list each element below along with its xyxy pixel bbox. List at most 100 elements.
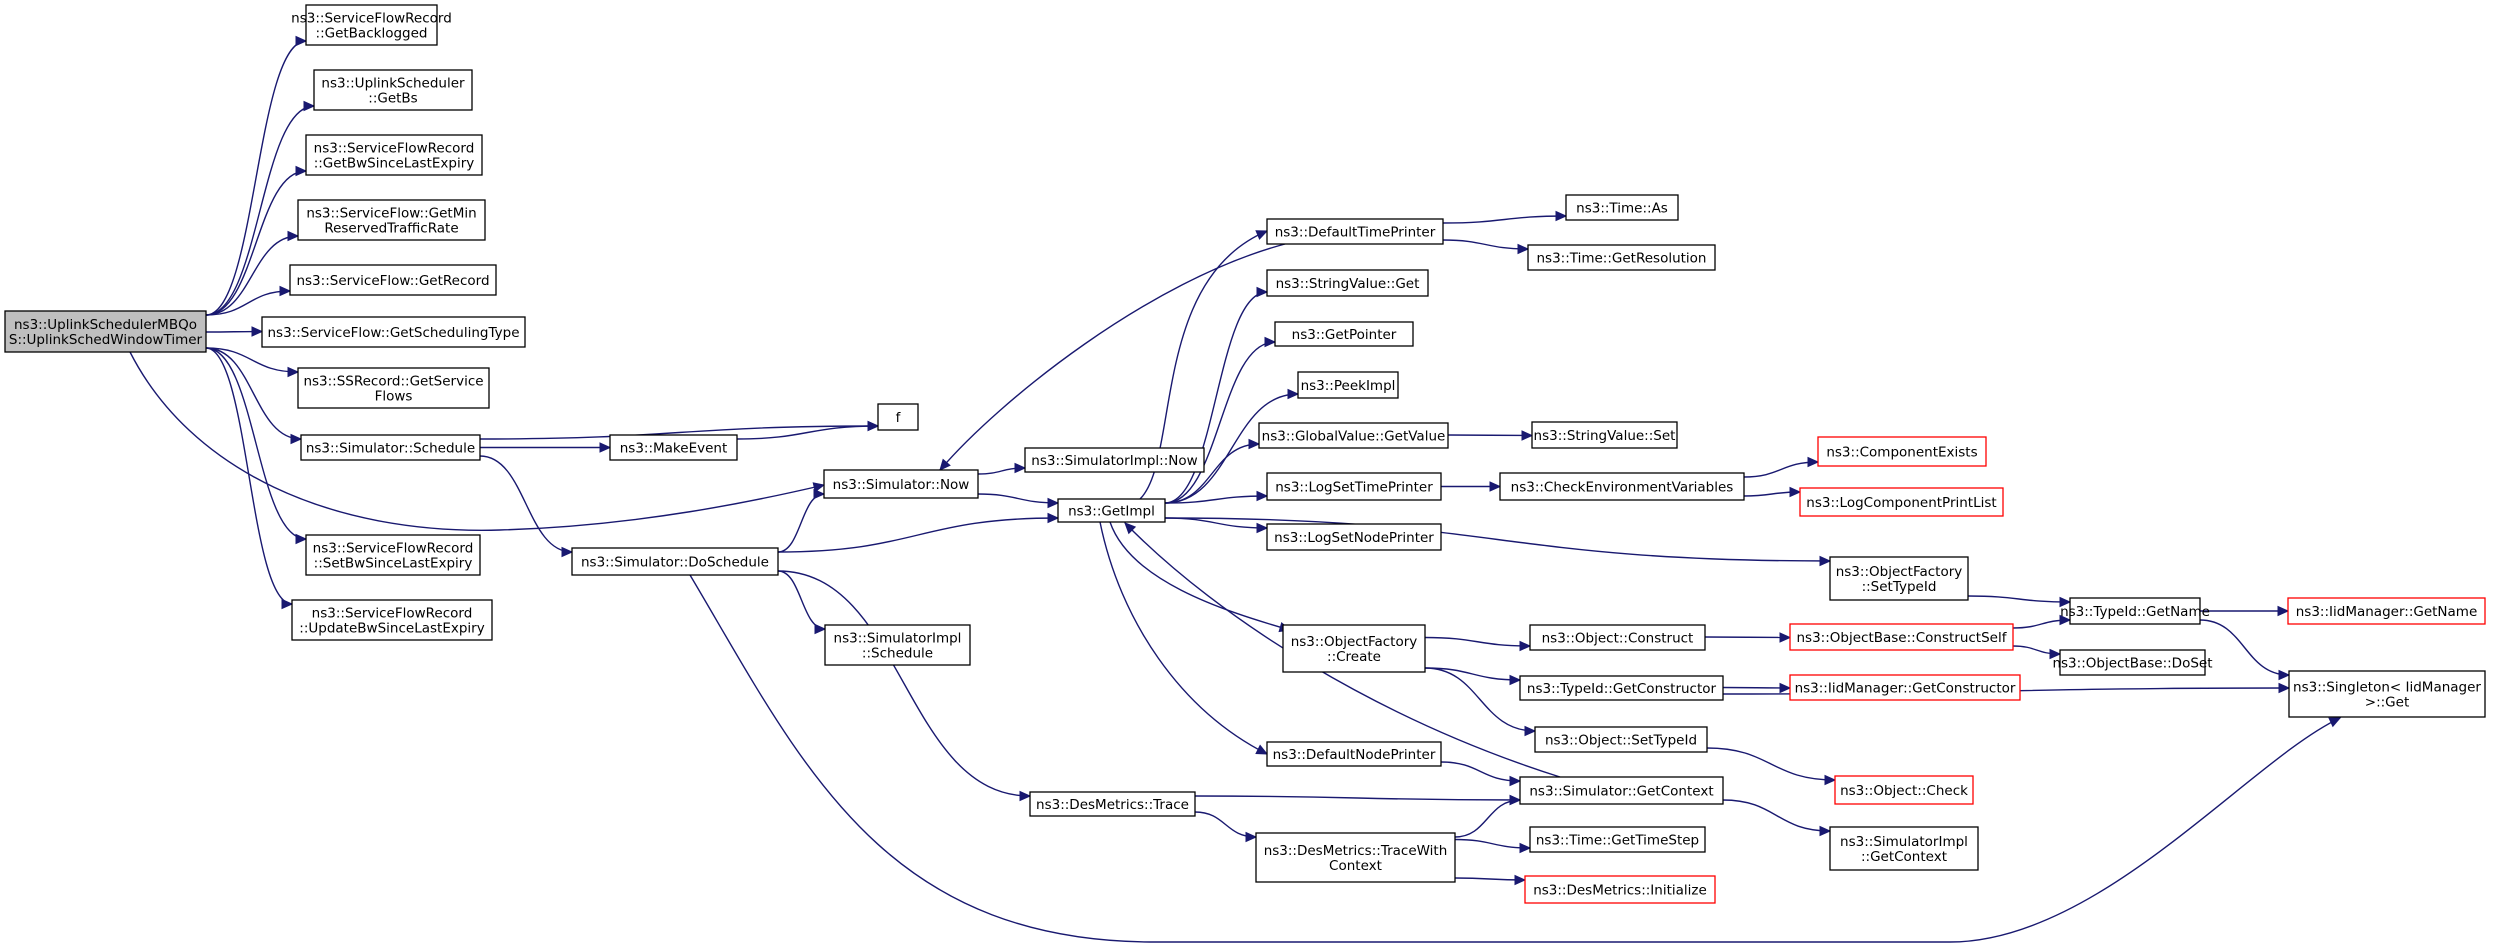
node-label: S::UplinkSchedWindowTimer [9, 332, 203, 348]
node-logcomponentprintlist[interactable]: ns3::LogComponentPrintList [1799, 487, 2004, 517]
node-object-construct[interactable]: ns3::Object::Construct [1529, 624, 1706, 651]
node-box [1799, 487, 2004, 517]
node-sfr-updatebw[interactable]: ns3::ServiceFlowRecord::UpdateBwSinceLas… [291, 599, 493, 641]
node-sim-doschedule[interactable]: ns3::Simulator::DoSchedule [571, 547, 779, 576]
node-des-initialize[interactable]: ns3::DesMetrics::Initialize [1524, 875, 1716, 904]
node-f[interactable]: f [877, 403, 919, 431]
node-componentexists[interactable]: ns3::ComponentExists [1817, 436, 1987, 467]
node-object-check[interactable]: ns3::Object::Check [1834, 775, 1974, 805]
node-box [300, 434, 481, 461]
node-sim-schedule[interactable]: ns3::Simulator::Schedule [300, 434, 481, 461]
node-des-trace[interactable]: ns3::DesMetrics::Trace [1029, 791, 1196, 817]
edge-typeid_getconstructor-to-iidmanager_getconstructor [1722, 682, 1792, 694]
edge-root-to-sf_getrecord [205, 285, 292, 316]
node-sf-getmin[interactable]: ns3::ServiceFlow::GetMinReservedTrafficR… [297, 199, 486, 241]
node-box [297, 199, 486, 241]
node-label: ::GetContext [1861, 849, 1947, 865]
node-simimpl-getcontext[interactable]: ns3::SimulatorImpl::GetContext [1829, 826, 1979, 871]
edge-root-to-sfr_updatebw [205, 347, 294, 610]
node-singleton-get[interactable]: ns3::Singleton< IidManager>::Get [2288, 670, 2486, 718]
node-getimpl[interactable]: ns3::GetImpl [1057, 498, 1166, 523]
node-time-as[interactable]: ns3::Time::As [1565, 194, 1679, 221]
node-logsettimeprinter[interactable]: ns3::LogSetTimePrinter [1266, 472, 1442, 501]
node-label: f [896, 410, 902, 426]
node-label: ns3::ServiceFlow::GetSchedulingType [267, 325, 519, 341]
node-label: ns3::ObjectBase::ConstructSelf [1797, 630, 2008, 646]
edge-root-to-sim_schedule [205, 347, 303, 445]
node-sim-now[interactable]: ns3::Simulator::Now [823, 469, 979, 499]
edge-objbase_constructself-to-typeid_getname [2012, 614, 2072, 629]
node-time-getresolution[interactable]: ns3::Time::GetResolution [1527, 244, 1716, 271]
node-box [1029, 791, 1196, 817]
node-simimpl-now[interactable]: ns3::SimulatorImpl::Now [1024, 447, 1205, 473]
edge-object_settypeid-to-object_check [1706, 747, 1837, 786]
edge-root-to-sf_getmin [205, 230, 300, 316]
edge-sim_schedule-to-sim_doschedule [479, 455, 574, 558]
node-objfactory-settypeid[interactable]: ns3::ObjectFactory::SetTypeId [1829, 556, 1969, 601]
node-iidmanager-getconstructor[interactable]: ns3::IidManager::GetConstructor [1789, 674, 2021, 701]
node-root[interactable]: ns3::UplinkSchedulerMBQoS::UplinkSchedWi… [4, 310, 207, 353]
node-box [2287, 597, 2486, 625]
node-iidmanager-getname[interactable]: ns3::IidManager::GetName [2287, 597, 2486, 625]
node-logsetnodeprinter[interactable]: ns3::LogSetNodePrinter [1266, 523, 1442, 551]
edge-sim_schedule-to-makeevent [480, 442, 612, 453]
node-sim-getcontext[interactable]: ns3::Simulator::GetContext [1519, 776, 1724, 805]
node-label: ns3::SSRecord::GetService [303, 374, 483, 390]
node-sf-getrecord[interactable]: ns3::ServiceFlow::GetRecord [289, 264, 497, 296]
node-sf-getschedtype[interactable]: ns3::ServiceFlow::GetSchedulingType [261, 316, 526, 348]
node-objfactory-create[interactable]: ns3::ObjectFactory::Create [1282, 624, 1426, 673]
node-label: ns3::GetPointer [1292, 327, 1397, 343]
node-label: >::Get [2365, 695, 2409, 711]
edge-root-to-sim_now [129, 351, 826, 531]
node-makeevent[interactable]: ns3::MakeEvent [609, 434, 738, 461]
edge-defaulttimeprinter-to-time_getresolution [1442, 239, 1530, 255]
node-box [1057, 498, 1166, 523]
node-sfr-backlogged[interactable]: ns3::ServiceFlowRecord::GetBacklogged [291, 4, 452, 46]
edge-typeid_getname-to-singleton_get [2199, 619, 2291, 681]
edge-checkenv-to-componentexists [1743, 456, 1820, 478]
edge-sim_doschedule-to-sim_now [777, 488, 826, 553]
node-box [1266, 269, 1429, 297]
node-object-settypeid[interactable]: ns3::Object::SetTypeId [1534, 726, 1708, 753]
node-getpointer[interactable]: ns3::GetPointer [1274, 321, 1414, 347]
node-box [1258, 422, 1449, 449]
edge-sim_getcontext-to-simimpl_getcontext [1722, 799, 1832, 837]
node-box [1529, 624, 1706, 651]
node-objbase-constructself[interactable]: ns3::ObjectBase::ConstructSelf [1789, 623, 2014, 651]
edge-root-to-sf_getschedtype [205, 326, 264, 337]
node-box [2059, 649, 2206, 676]
node-typeid-getname[interactable]: ns3::TypeId::GetName [2060, 597, 2210, 625]
node-box [1266, 523, 1442, 551]
node-us-getbs[interactable]: ns3::UplinkScheduler::GetBs [313, 69, 473, 111]
edge-defaulttimeprinter-to-sim_now [939, 243, 1286, 471]
node-sfr-setbw[interactable]: ns3::ServiceFlowRecord::SetBwSinceLastEx… [305, 534, 481, 576]
node-label: ns3::IidManager::GetConstructor [1795, 681, 2016, 697]
node-box [1499, 472, 1745, 501]
node-box [1834, 775, 1974, 805]
node-globalvalue-getvalue[interactable]: ns3::GlobalValue::GetValue [1258, 422, 1449, 449]
node-defaulttimeprinter[interactable]: ns3::DefaultTimePrinter [1266, 218, 1444, 245]
node-checkenv[interactable]: ns3::CheckEnvironmentVariables [1499, 472, 1745, 501]
node-sfr-getbwsince[interactable]: ns3::ServiceFlowRecord::GetBwSinceLastEx… [305, 134, 483, 176]
node-simimpl-schedule[interactable]: ns3::SimulatorImpl::Schedule [824, 624, 971, 666]
node-time-gettimestep[interactable]: ns3::Time::GetTimeStep [1529, 826, 1706, 853]
node-label: ns3::CheckEnvironmentVariables [1511, 480, 1734, 496]
node-peekimpl[interactable]: ns3::PeekImpl [1297, 371, 1399, 399]
node-box [1519, 675, 1724, 701]
node-stringvalue-set[interactable]: ns3::StringValue::Set [1531, 421, 1678, 449]
node-defaultnodeprinter[interactable]: ns3::DefaultNodePrinter [1266, 741, 1442, 767]
node-label: ns3::DesMetrics::Initialize [1533, 883, 1707, 899]
node-box [1789, 674, 2021, 701]
edge-makeevent-to-f [736, 420, 880, 440]
edge-des_tracewith-to-des_initialize [1454, 874, 1527, 886]
node-stringvalue-get[interactable]: ns3::StringValue::Get [1266, 269, 1429, 297]
edge-objbase_constructself-to-objbase_doset [2012, 645, 2062, 660]
node-label: ::UpdateBwSinceLastExpiry [299, 621, 484, 637]
edge-sim_now-to-simimpl_now [977, 462, 1027, 475]
node-box [2288, 670, 2486, 718]
node-objbase-doset[interactable]: ns3::ObjectBase::DoSet [2052, 649, 2213, 676]
node-typeid-getconstructor[interactable]: ns3::TypeId::GetConstructor [1519, 675, 1724, 701]
edge-checkenv-to-logcomponentprintlist [1743, 486, 1802, 498]
